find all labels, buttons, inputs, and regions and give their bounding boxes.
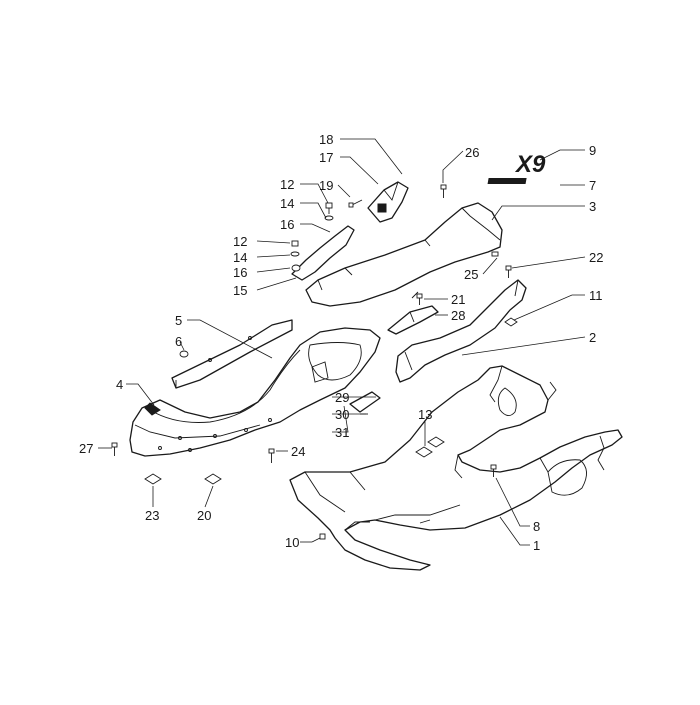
screw-25 xyxy=(491,251,499,257)
screw-27 xyxy=(111,442,118,456)
callout-8: 8 xyxy=(533,519,540,534)
clip-13b xyxy=(427,436,445,448)
part-29-pad xyxy=(349,391,381,413)
callout-24: 24 xyxy=(291,444,305,459)
callout-18: 18 xyxy=(319,132,333,147)
hardware xyxy=(111,184,518,543)
callout-16-lower: 16 xyxy=(233,265,247,280)
callout-12-upper: 12 xyxy=(280,177,294,192)
screw-12-upper xyxy=(325,202,333,214)
callout-4: 4 xyxy=(116,377,123,392)
screw-22 xyxy=(505,265,512,278)
part-28-bracket xyxy=(387,305,439,335)
callout-25: 25 xyxy=(464,267,478,282)
callout-2: 2 xyxy=(589,330,596,345)
clip-20 xyxy=(204,473,222,485)
callout-15: 15 xyxy=(233,283,247,298)
callout-27: 27 xyxy=(79,441,93,456)
callout-22: 22 xyxy=(589,250,603,265)
callout-11: 11 xyxy=(589,288,603,303)
nut-6 xyxy=(179,350,189,358)
callout-1: 1 xyxy=(533,538,540,553)
screw-21 xyxy=(416,293,423,305)
part-3-center-cover xyxy=(305,202,503,307)
callout-7: 7 xyxy=(589,178,596,193)
part-4-left-tunnel xyxy=(129,327,381,457)
part-17-top-bracket xyxy=(367,181,409,223)
callout-labels: 9 7 3 26 18 17 19 12 14 16 12 14 16 15 2… xyxy=(79,132,603,553)
callout-23: 23 xyxy=(145,508,159,523)
part-15-strap xyxy=(291,225,355,281)
logo-text: X9 xyxy=(514,151,546,178)
callout-19: 19 xyxy=(319,178,333,193)
callout-6: 6 xyxy=(175,334,182,349)
callout-9: 9 xyxy=(589,143,596,158)
floor-hole-markers xyxy=(158,336,272,452)
screw-26 xyxy=(440,184,447,198)
callout-29: 29 xyxy=(335,390,349,405)
callout-14-upper: 14 xyxy=(280,196,294,211)
callout-20: 20 xyxy=(197,508,211,523)
callout-16-upper: 16 xyxy=(280,217,294,232)
screw-10 xyxy=(311,533,326,543)
callout-17: 17 xyxy=(319,150,333,165)
callout-26: 26 xyxy=(465,145,479,160)
washer-14-lower xyxy=(290,251,300,257)
callout-21: 21 xyxy=(451,292,465,307)
nut-16 xyxy=(291,264,301,272)
screw-24 xyxy=(268,448,275,463)
screw-12-lower xyxy=(291,240,299,247)
callout-28: 28 xyxy=(451,308,465,323)
callout-30: 30 xyxy=(335,407,349,422)
callout-14-lower: 14 xyxy=(233,250,247,265)
clip-23 xyxy=(144,473,162,485)
leader-lines xyxy=(98,138,586,546)
callout-3: 3 xyxy=(589,199,596,214)
callout-12-lower: 12 xyxy=(233,234,247,249)
x9-logo: X9 xyxy=(514,151,546,178)
screw-19 xyxy=(348,199,363,208)
callout-10: 10 xyxy=(285,535,299,550)
part-7-badge xyxy=(487,178,527,184)
part-5-plate xyxy=(171,319,293,389)
screw-8 xyxy=(490,464,497,477)
clip-13a xyxy=(415,446,433,458)
washer-14-upper xyxy=(324,215,334,221)
part-1-floor-panel xyxy=(289,365,623,571)
callout-5: 5 xyxy=(175,313,182,328)
part-2-side-strip xyxy=(395,279,527,383)
callout-31: 31 xyxy=(335,425,349,440)
callout-13: 13 xyxy=(418,407,432,422)
